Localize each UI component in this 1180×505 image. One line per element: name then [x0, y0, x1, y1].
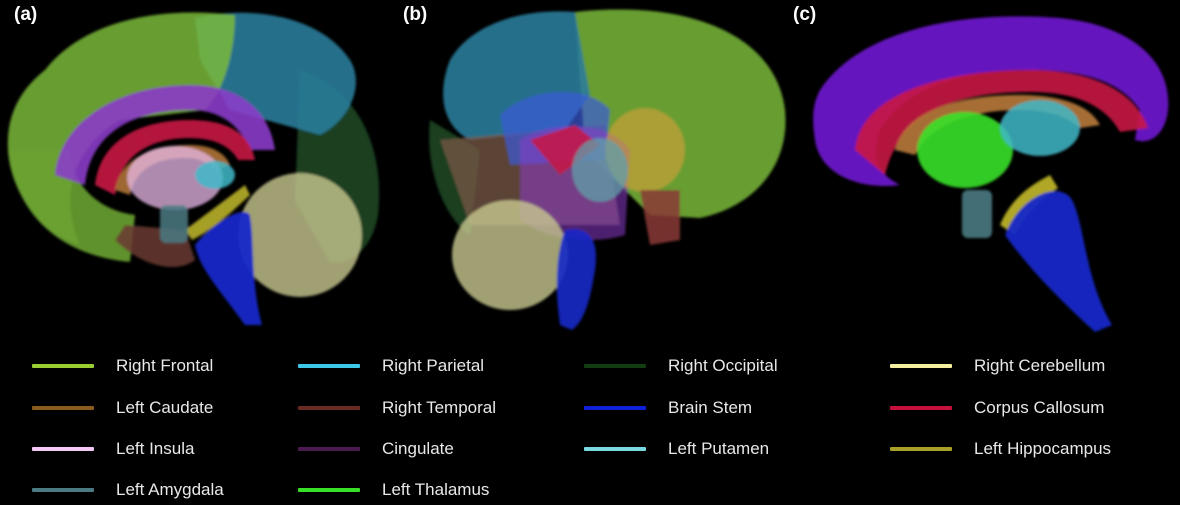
legend-item-right-occipital: Right Occipital	[584, 354, 778, 378]
legend-swatch	[890, 406, 952, 410]
legend-swatch	[298, 488, 360, 492]
legend-item-cingulate: Cingulate	[298, 437, 454, 461]
legend-label: Right Frontal	[116, 356, 214, 375]
legend-item-left-caudate: Left Caudate	[32, 396, 213, 420]
legend-label: Right Temporal	[382, 398, 497, 417]
legend-swatch	[298, 406, 360, 410]
legend-item-corpus-callosum: Corpus Callosum	[890, 396, 1104, 420]
legend-label: Left Hippocampus	[974, 439, 1112, 458]
legend-label: Corpus Callosum	[974, 398, 1105, 417]
legend-item-left-putamen: Left Putamen	[584, 437, 769, 461]
legend-swatch	[32, 406, 94, 410]
legend-swatch	[298, 364, 360, 368]
legend-swatch	[890, 447, 952, 451]
legend-swatch	[890, 364, 952, 368]
legend-swatch	[584, 406, 646, 410]
brain-render-c	[813, 16, 1169, 332]
legend-label: Left Amygdala	[116, 480, 224, 499]
legend-label: Left Insula	[116, 439, 195, 458]
legend-label: Left Putamen	[668, 439, 770, 458]
legend-item-left-thalamus: Left Thalamus	[298, 478, 489, 502]
legend-swatch	[298, 447, 360, 451]
legend-item-left-amygdala: Left Amygdala	[32, 478, 224, 502]
legend-swatch	[584, 364, 646, 368]
brain-renderings	[7, 9, 1169, 332]
legend-label: Cingulate	[382, 439, 454, 458]
panel-label-a: (a)	[14, 4, 38, 25]
legend-label: Right Occipital	[668, 356, 778, 375]
legend-label: Right Cerebellum	[974, 356, 1106, 375]
legend-item-left-hippocampus: Left Hippocampus	[890, 437, 1111, 461]
legend-item-left-insula: Left Insula	[32, 437, 194, 461]
legend-swatch	[32, 488, 94, 492]
legend-item-right-cerebellum: Right Cerebellum	[890, 354, 1105, 378]
legend-item-brain-stem: Brain Stem	[584, 396, 752, 420]
legend-item-right-temporal: Right Temporal	[298, 396, 496, 420]
legend-label: Right Parietal	[382, 356, 485, 375]
legend-item-right-parietal: Right Parietal	[298, 354, 484, 378]
legend-label: Brain Stem	[668, 398, 753, 417]
panel-label-b: (b)	[403, 4, 428, 25]
brain-render-b	[429, 9, 786, 330]
legend-swatch	[32, 364, 94, 368]
brain-render-a	[7, 12, 380, 325]
legend-item-right-frontal: Right Frontal	[32, 354, 213, 378]
legend-label: Left Thalamus	[382, 480, 490, 499]
legend-label: Left Caudate	[116, 398, 214, 417]
legend-swatch	[584, 447, 646, 451]
legend-swatch	[32, 447, 94, 451]
panel-label-c: (c)	[793, 4, 817, 25]
